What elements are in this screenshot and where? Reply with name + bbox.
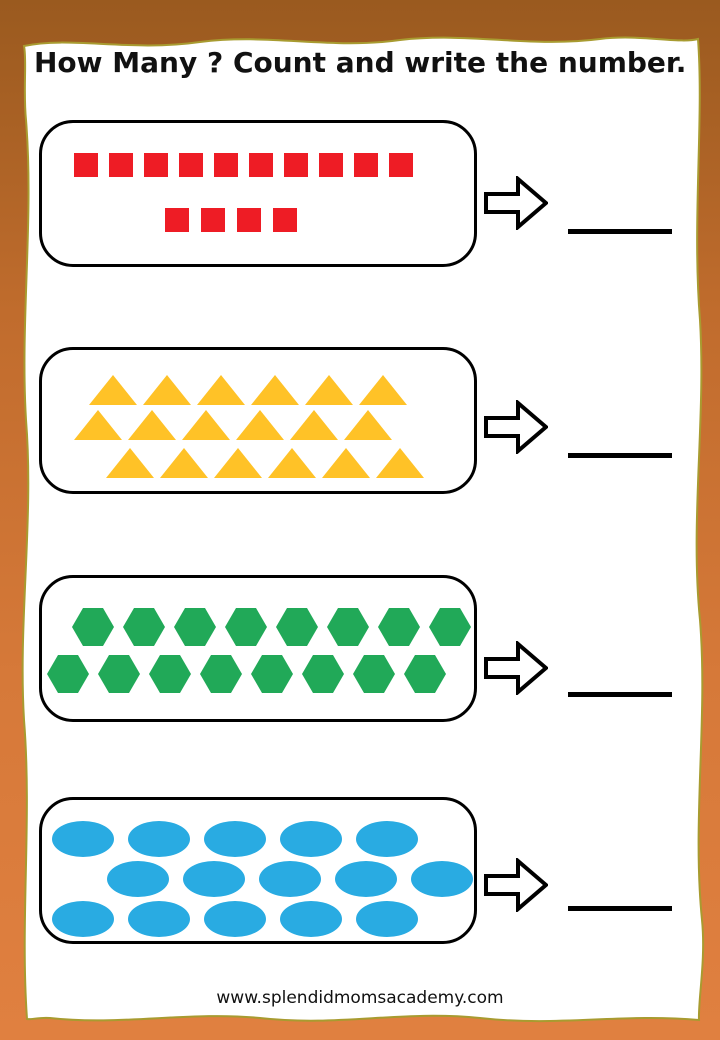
worksheet-title: How Many ? Count and write the number. — [34, 46, 687, 79]
footer-url: www.splendidmomsacademy.com — [216, 988, 504, 1008]
oval-shape — [280, 901, 342, 937]
square-shape — [109, 153, 133, 177]
shape-row — [52, 821, 418, 857]
triangle-shape — [182, 410, 230, 440]
hexagon-shape — [251, 655, 293, 693]
triangle-shape — [322, 448, 370, 478]
triangle-shape — [143, 375, 191, 405]
answer-line[interactable] — [568, 453, 672, 458]
square-shape — [237, 208, 261, 232]
square-shape — [179, 153, 203, 177]
oval-shape — [204, 821, 266, 857]
answer-line[interactable] — [568, 906, 672, 911]
shape-box-squares — [39, 120, 477, 267]
hexagon-shape — [174, 608, 216, 646]
square-shape — [389, 153, 413, 177]
oval-shape — [259, 861, 321, 897]
triangle-shape — [268, 448, 316, 478]
arrow-right-icon — [484, 641, 548, 695]
oval-shape — [52, 901, 114, 937]
triangle-shape — [160, 448, 208, 478]
shape-row — [74, 153, 413, 177]
oval-shape — [183, 861, 245, 897]
square-shape — [284, 153, 308, 177]
shape-row — [107, 861, 473, 897]
arrow-right-icon — [484, 400, 548, 454]
triangle-shape — [128, 410, 176, 440]
triangle-shape — [197, 375, 245, 405]
shape-row — [165, 208, 297, 232]
square-shape — [273, 208, 297, 232]
shape-row — [52, 901, 418, 937]
shape-row — [106, 448, 424, 478]
oval-shape — [128, 901, 190, 937]
shape-box-ovals — [39, 797, 477, 944]
hexagon-shape — [149, 655, 191, 693]
triangle-shape — [89, 375, 137, 405]
triangle-shape — [106, 448, 154, 478]
hexagon-shape — [429, 608, 471, 646]
hexagon-shape — [123, 608, 165, 646]
oval-shape — [411, 861, 473, 897]
oval-shape — [128, 821, 190, 857]
arrow-right-icon — [484, 176, 548, 230]
triangle-shape — [305, 375, 353, 405]
oval-shape — [335, 861, 397, 897]
shape-box-hexagons — [39, 575, 477, 722]
answer-line[interactable] — [568, 229, 672, 234]
shape-row — [89, 375, 407, 405]
arrow-right-icon — [484, 858, 548, 912]
triangle-shape — [344, 410, 392, 440]
shape-row — [74, 410, 392, 440]
hexagon-shape — [378, 608, 420, 646]
hexagon-shape — [404, 655, 446, 693]
square-shape — [319, 153, 343, 177]
triangle-shape — [376, 448, 424, 478]
square-shape — [201, 208, 225, 232]
oval-shape — [356, 901, 418, 937]
paper-sheet — [21, 36, 705, 1023]
hexagon-shape — [327, 608, 369, 646]
hexagon-shape — [276, 608, 318, 646]
square-shape — [165, 208, 189, 232]
hexagon-shape — [72, 608, 114, 646]
oval-shape — [52, 821, 114, 857]
square-shape — [214, 153, 238, 177]
shape-row — [47, 655, 446, 693]
oval-shape — [280, 821, 342, 857]
oval-shape — [204, 901, 266, 937]
oval-shape — [356, 821, 418, 857]
triangle-shape — [359, 375, 407, 405]
hexagon-shape — [302, 655, 344, 693]
hexagon-shape — [225, 608, 267, 646]
oval-shape — [107, 861, 169, 897]
answer-line[interactable] — [568, 692, 672, 697]
shape-row — [72, 608, 471, 646]
square-shape — [144, 153, 168, 177]
triangle-shape — [251, 375, 299, 405]
triangle-shape — [290, 410, 338, 440]
triangle-shape — [214, 448, 262, 478]
square-shape — [74, 153, 98, 177]
hexagon-shape — [353, 655, 395, 693]
shape-box-triangles — [39, 347, 477, 494]
square-shape — [249, 153, 273, 177]
hexagon-shape — [200, 655, 242, 693]
square-shape — [354, 153, 378, 177]
hexagon-shape — [47, 655, 89, 693]
triangle-shape — [74, 410, 122, 440]
hexagon-shape — [98, 655, 140, 693]
triangle-shape — [236, 410, 284, 440]
